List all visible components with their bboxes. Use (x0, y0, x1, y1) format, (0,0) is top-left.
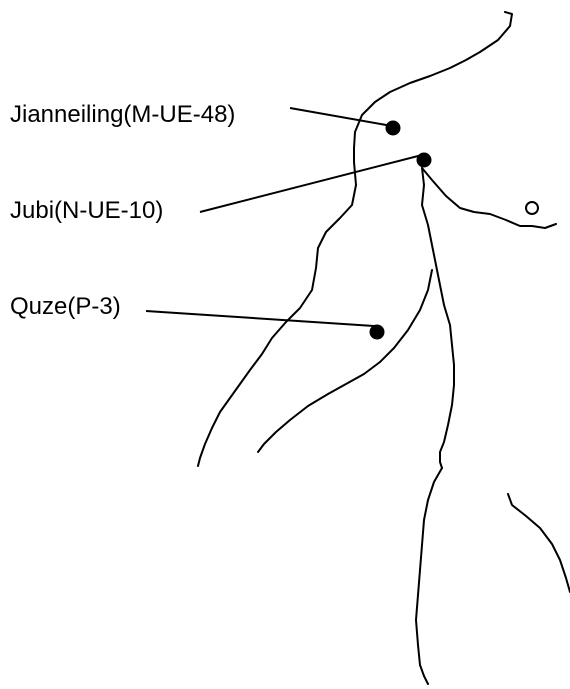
acupoint-label-quze: Quze(P-3) (10, 293, 121, 320)
axilla-chest-contour (421, 167, 557, 229)
shoulder-top-contour (353, 11, 513, 163)
upper-arm-inner-contour (421, 167, 455, 469)
leader-line-jianneiling (289, 107, 393, 127)
acupoint-dot-jianneiling (385, 120, 401, 136)
leader-line-jubi (199, 154, 423, 213)
forearm-crease-contour (257, 269, 433, 453)
upper-arm-outer-contour (197, 161, 357, 467)
acupoint-label-jianneiling: Jianneiling(M-UE-48) (10, 101, 235, 128)
leader-lines (145, 107, 423, 327)
body-contours (197, 11, 570, 685)
forearm-inner-contour (415, 467, 443, 685)
nipple-marker-icon (525, 201, 539, 215)
acupoint-dot-quze (369, 324, 385, 340)
acupoint-dot-jubi (416, 152, 432, 168)
acupoint-labels: Jianneiling(M-UE-48) Jubi(N-UE-10) Quze(… (10, 101, 235, 320)
leader-line-quze (145, 310, 375, 327)
torso-side-contour (507, 493, 570, 593)
acupoint-markers (369, 120, 432, 340)
acupoint-label-jubi: Jubi(N-UE-10) (10, 197, 163, 224)
